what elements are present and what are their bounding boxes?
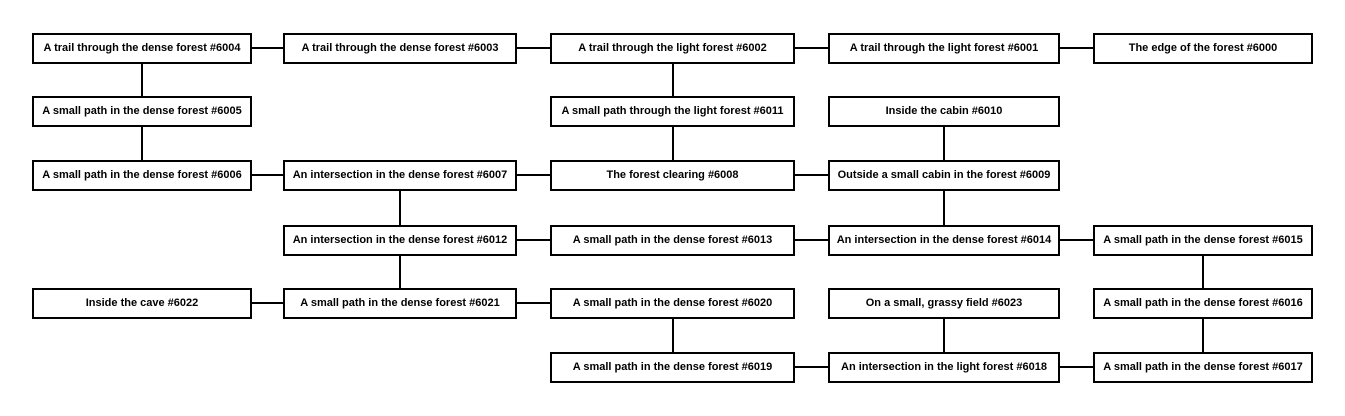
room-label: A small path in the dense forest #6005 xyxy=(42,105,242,117)
room-node-6004: A trail through the dense forest #6004 xyxy=(32,33,252,64)
room-node-6022: Inside the cave #6022 xyxy=(32,288,252,319)
room-label: A small path in the dense forest #6020 xyxy=(572,297,773,309)
room-label: A small path in the dense forest #6016 xyxy=(1103,297,1303,309)
room-label: A trail through the light forest #6001 xyxy=(849,42,1039,54)
connection-line-6010-6009 xyxy=(943,127,945,160)
room-node-6002: A trail through the light forest #6002 xyxy=(550,33,795,64)
room-label: Inside the cabin #6010 xyxy=(885,105,1003,117)
room-label: A trail through the dense forest #6003 xyxy=(301,42,499,54)
room-node-6000: The edge of the forest #6000 xyxy=(1093,33,1313,64)
connection-line-6001-6000 xyxy=(1060,47,1093,49)
connection-line-6020-6019 xyxy=(672,319,674,352)
room-label: Outside a small cabin in the forest #600… xyxy=(837,169,1051,181)
room-node-6012: An intersection in the dense forest #601… xyxy=(283,225,517,256)
room-label: A small path in the dense forest #6019 xyxy=(572,361,773,373)
connection-line-6008-6009 xyxy=(795,174,828,176)
room-node-6006: A small path in the dense forest #6006 xyxy=(32,160,252,191)
room-label: Inside the cave #6022 xyxy=(85,297,199,309)
room-node-6009: Outside a small cabin in the forest #600… xyxy=(828,160,1060,191)
room-label: A small path in the dense forest #6017 xyxy=(1103,361,1303,373)
room-label: A small path through the light forest #6… xyxy=(561,105,784,117)
room-label: A small path in the dense forest #6006 xyxy=(42,169,242,181)
room-node-6014: An intersection in the dense forest #601… xyxy=(828,225,1060,256)
room-label: A trail through the dense forest #6004 xyxy=(43,42,241,54)
connection-line-6009-6014 xyxy=(943,191,945,225)
connection-line-6006-6007 xyxy=(252,174,283,176)
connection-line-6023-6018 xyxy=(943,319,945,352)
room-label: A small path in the dense forest #6021 xyxy=(300,297,500,309)
connection-line-6022-6021 xyxy=(252,302,283,304)
connection-line-6004-6005 xyxy=(141,64,143,96)
room-label: An intersection in the dense forest #601… xyxy=(836,234,1052,246)
room-node-6015: A small path in the dense forest #6015 xyxy=(1093,225,1313,256)
connection-line-6002-6011 xyxy=(672,64,674,96)
room-node-6021: A small path in the dense forest #6021 xyxy=(283,288,517,319)
room-node-6005: A small path in the dense forest #6005 xyxy=(32,96,252,127)
room-node-6017: A small path in the dense forest #6017 xyxy=(1093,352,1313,383)
room-node-6001: A trail through the light forest #6001 xyxy=(828,33,1060,64)
connection-line-6007-6012 xyxy=(399,191,401,225)
connection-line-6012-6013 xyxy=(517,239,550,241)
connection-line-6016-6017 xyxy=(1202,319,1204,352)
connection-line-6002-6001 xyxy=(795,47,828,49)
connection-line-6019-6018 xyxy=(795,366,828,368)
room-node-6003: A trail through the dense forest #6003 xyxy=(283,33,517,64)
room-label: The edge of the forest #6000 xyxy=(1128,42,1278,54)
room-label: A small path in the dense forest #6013 xyxy=(572,234,773,246)
connection-line-6004-6003 xyxy=(252,47,283,49)
room-label: On a small, grassy field #6023 xyxy=(865,297,1023,309)
connection-line-6005-6006 xyxy=(141,127,143,160)
connection-line-6014-6015 xyxy=(1060,239,1093,241)
connection-line-6011-6008 xyxy=(672,127,674,160)
room-node-6023: On a small, grassy field #6023 xyxy=(828,288,1060,319)
room-node-6018: An intersection in the light forest #601… xyxy=(828,352,1060,383)
room-label: A small path in the dense forest #6015 xyxy=(1103,234,1303,246)
room-label: A trail through the light forest #6002 xyxy=(578,42,767,54)
room-node-6013: A small path in the dense forest #6013 xyxy=(550,225,795,256)
connection-line-6018-6017 xyxy=(1060,366,1093,368)
room-node-6016: A small path in the dense forest #6016 xyxy=(1093,288,1313,319)
connection-line-6012-6021 xyxy=(399,256,401,288)
room-label: An intersection in the dense forest #600… xyxy=(292,169,508,181)
connection-line-6021-6020 xyxy=(517,302,550,304)
room-node-6020: A small path in the dense forest #6020 xyxy=(550,288,795,319)
room-node-6011: A small path through the light forest #6… xyxy=(550,96,795,127)
room-label: The forest clearing #6008 xyxy=(606,169,739,181)
room-node-6010: Inside the cabin #6010 xyxy=(828,96,1060,127)
connection-line-6013-6014 xyxy=(795,239,828,241)
connection-line-6007-6008 xyxy=(517,174,550,176)
room-node-6019: A small path in the dense forest #6019 xyxy=(550,352,795,383)
room-node-6007: An intersection in the dense forest #600… xyxy=(283,160,517,191)
connection-line-6003-6002 xyxy=(517,47,550,49)
room-label: An intersection in the dense forest #601… xyxy=(292,234,508,246)
room-node-6008: The forest clearing #6008 xyxy=(550,160,795,191)
connection-line-6015-6016 xyxy=(1202,256,1204,288)
room-label: An intersection in the light forest #601… xyxy=(841,361,1047,373)
